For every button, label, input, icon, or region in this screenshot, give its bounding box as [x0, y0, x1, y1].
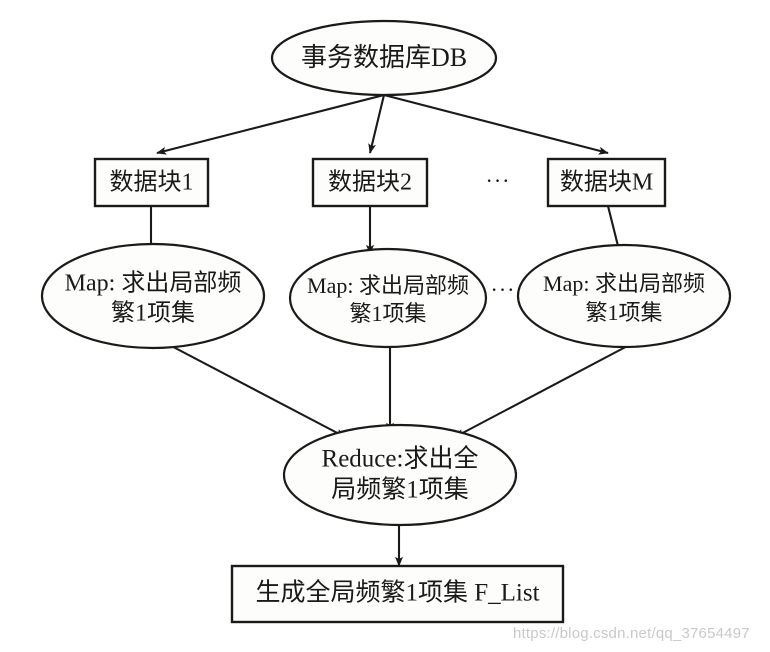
node-map-1[interactable]: Map: 求出局部频 繁1项集 — [40, 242, 266, 350]
node-transaction-database-label: 事务数据库DB — [301, 43, 467, 72]
node-map-3-line1: Map: 求出局部频 — [543, 271, 705, 296]
node-map-3-line2: 繁1项集 — [585, 300, 662, 325]
map-row-ellipsis: ··· — [491, 277, 516, 302]
node-transaction-database[interactable]: 事务数据库DB — [270, 19, 498, 97]
node-reduce-line2: 局频繁1项集 — [331, 476, 469, 504]
node-data-block-2[interactable]: 数据块2 — [311, 157, 429, 208]
edge-map1-to-reduce — [159, 339, 346, 438]
node-map-1-line2: 繁1项集 — [111, 300, 195, 327]
node-reduce-line1: Reduce:求出全 — [322, 445, 479, 473]
node-map-2-line1: Map: 求出局部频 — [307, 273, 469, 298]
csdn-watermark: https://blog.csdn.net/qq_37654497 — [513, 625, 750, 642]
node-data-block-m[interactable]: 数据块M — [546, 157, 667, 208]
node-data-block-2-label: 数据块2 — [328, 169, 412, 196]
node-data-block-1[interactable]: 数据块1 — [93, 157, 210, 208]
edge-db-to-block1 — [156, 93, 385, 155]
node-map-3[interactable]: Map: 求出局部频 繁1项集 — [516, 243, 732, 349]
node-map-2-line2: 繁1项集 — [349, 301, 426, 326]
edge-db-to-block2 — [368, 94, 386, 154]
node-data-block-1-label: 数据块1 — [110, 169, 194, 196]
node-data-block-m-label: 数据块M — [560, 169, 653, 196]
edge-db-to-blockm — [383, 93, 609, 155]
node-reduce[interactable]: Reduce:求出全 局频繁1项集 — [282, 423, 518, 527]
block-row-ellipsis: ··· — [486, 168, 511, 193]
node-output-flist[interactable]: 生成全局频繁1项集 F_List — [230, 564, 565, 624]
edge-map3-to-reduce — [454, 341, 636, 438]
node-map-1-line1: Map: 求出局部频 — [65, 270, 242, 297]
node-output-flist-label: 生成全局频繁1项集 F_List — [255, 579, 539, 607]
node-map-2[interactable]: Map: 求出局部频 繁1项集 — [288, 247, 488, 349]
